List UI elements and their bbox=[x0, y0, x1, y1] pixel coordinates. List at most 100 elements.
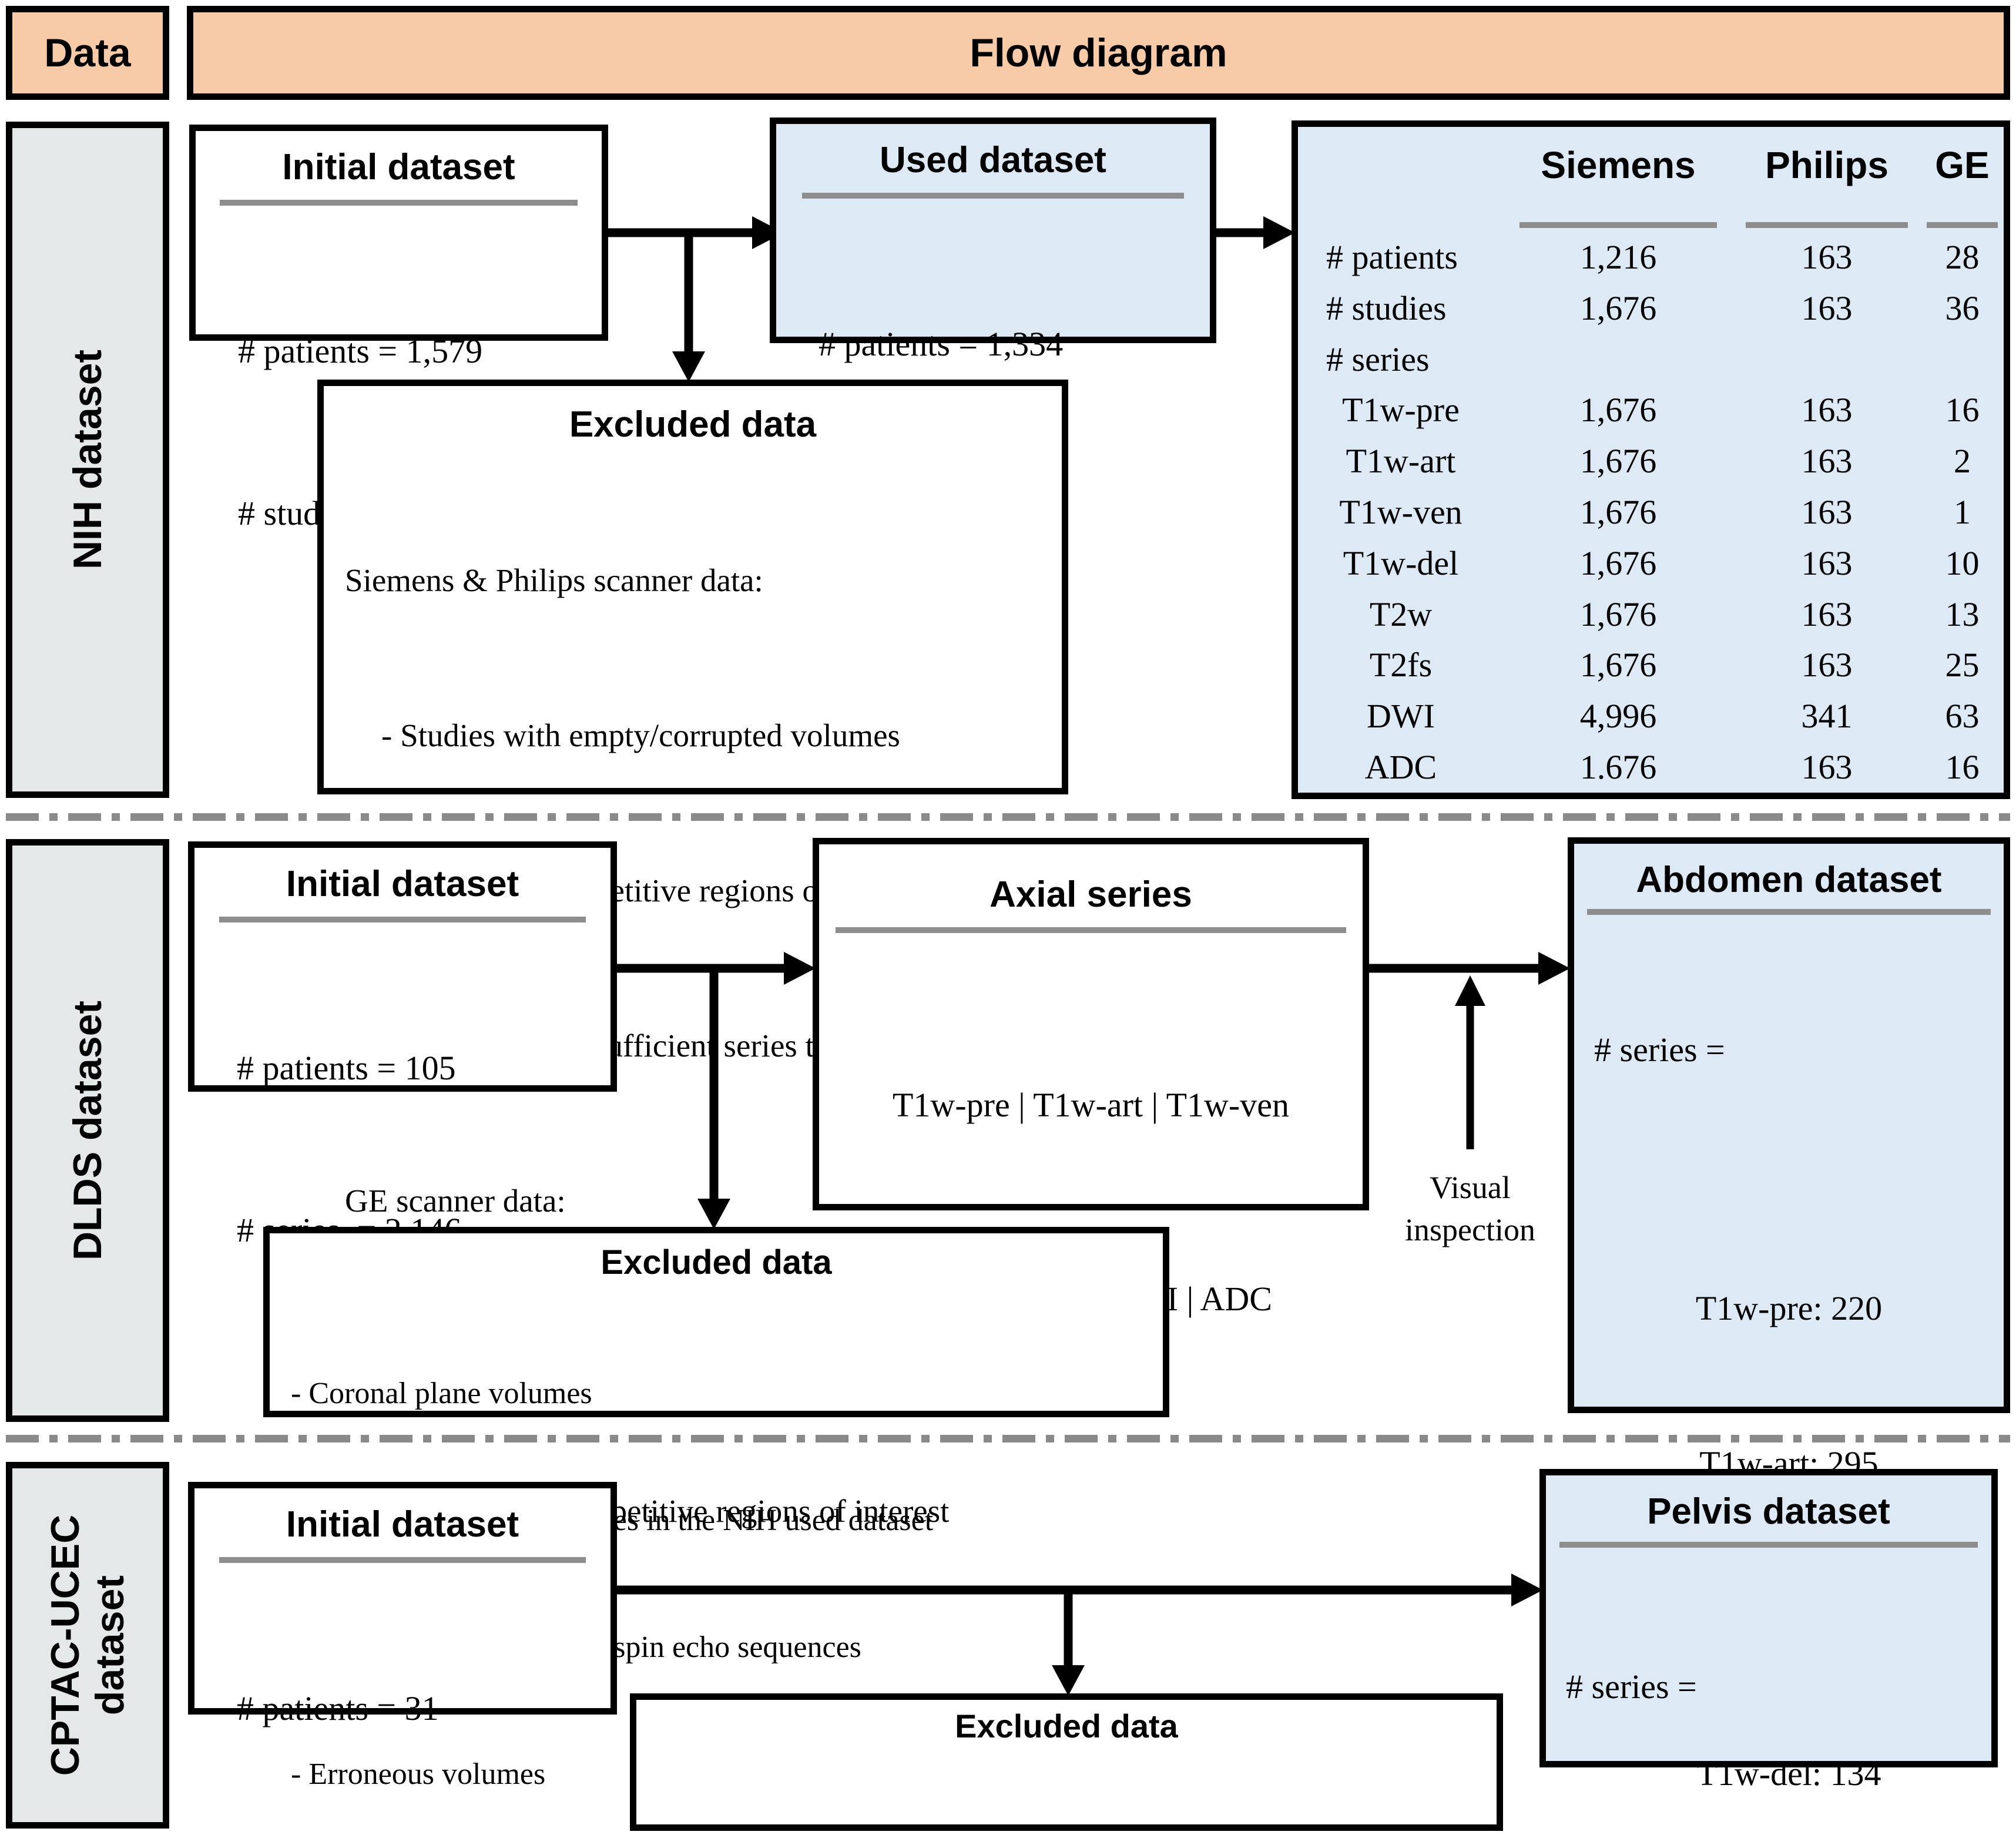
table-cell: 13 bbox=[1945, 595, 1980, 633]
nih-scanner-table: Siemens Philips GE # patients 1,216 163 … bbox=[1292, 120, 2010, 799]
arrow-dlds-initial-to-axial bbox=[617, 952, 816, 985]
excluded-line: - Coronal and sagittal plane volumes bbox=[658, 1830, 1497, 1835]
table-row-label: # patients bbox=[1326, 237, 1458, 276]
table-header-siemens: Siemens bbox=[1504, 143, 1733, 232]
excluded-line: - Studies with empty/corrupted volumes bbox=[381, 717, 900, 753]
dlds-initial-title: Initial dataset bbox=[286, 864, 519, 904]
cptac-excluded-box: Excluded data - Coronal and sagittal pla… bbox=[630, 1693, 1503, 1835]
dlds-row-label-box bbox=[6, 839, 169, 1422]
table-corner-cell bbox=[1298, 143, 1504, 232]
stat-line: # patients = 1,579 bbox=[238, 332, 483, 370]
table-cell: 1,216 bbox=[1579, 237, 1657, 276]
nih-used-box: Used dataset # patients = 1,334 # studie… bbox=[770, 118, 1216, 525]
arrow-nih-used-to-table bbox=[1216, 216, 1295, 249]
cptac-initial-title: Initial dataset bbox=[286, 1504, 519, 1545]
table-cell: 1,676 bbox=[1579, 544, 1657, 582]
dlds-abdomen-box: Abdomen dataset # series = T1w-pre: 220 … bbox=[1568, 837, 2010, 1793]
stat-line: # patients = 31 bbox=[237, 1689, 439, 1727]
stat-line: # patients = 1,334 bbox=[819, 325, 1064, 363]
nih-row-label-box bbox=[6, 122, 169, 798]
cptac-row-label-box bbox=[6, 1462, 169, 1829]
header-data-label: Data bbox=[44, 31, 131, 75]
table-cell: 163 bbox=[1801, 646, 1853, 685]
series-label: # series = bbox=[1594, 1031, 1725, 1069]
header-underline bbox=[1746, 222, 1908, 228]
table-cell bbox=[1504, 334, 1733, 385]
row-divider-2 bbox=[6, 1435, 2010, 1442]
table-cell: 10 bbox=[1945, 544, 1980, 582]
title-underline bbox=[1586, 909, 1991, 915]
table-cell bbox=[1733, 334, 1921, 385]
table-cell: 341 bbox=[1801, 697, 1853, 736]
nih-excluded-box: Excluded data Siemens & Philips scanner … bbox=[317, 380, 1068, 1529]
table-cell: 1.676 bbox=[1579, 748, 1657, 787]
table-cell: 1 bbox=[1954, 492, 1971, 531]
dlds-excluded-title: Excluded data bbox=[601, 1243, 832, 1282]
header-underline bbox=[1519, 222, 1717, 228]
cptac-excluded-title: Excluded data bbox=[955, 1707, 1178, 1745]
excluded-line: - Coronal plane volumes bbox=[291, 1377, 592, 1410]
table-cell: 163 bbox=[1801, 288, 1853, 327]
title-underline bbox=[1559, 1542, 1978, 1548]
axial-series-line: T1w-pre | T1w-art | T1w-ven bbox=[893, 1086, 1289, 1124]
nih-used-title: Used dataset bbox=[880, 140, 1106, 180]
visual-inspection-label: Visual inspection bbox=[1405, 1170, 1535, 1247]
arrow-nih-branch-to-excluded bbox=[672, 229, 705, 382]
arrow-cptac-branch-to-excluded bbox=[1052, 1586, 1085, 1696]
nih-excluded-title: Excluded data bbox=[569, 404, 817, 445]
title-underline bbox=[219, 917, 586, 922]
table-row-label: T1w-pre bbox=[1342, 391, 1460, 430]
table-cell: 63 bbox=[1945, 697, 1980, 736]
header-flow-box: Flow diagram bbox=[187, 6, 2010, 100]
table-cell: 163 bbox=[1801, 442, 1853, 481]
excluded-line: - Erroneous volumes bbox=[291, 1757, 546, 1791]
header-flow-label: Flow diagram bbox=[970, 31, 1227, 75]
table-header-ge: GE bbox=[1921, 143, 2004, 232]
nih-initial-title: Initial dataset bbox=[282, 147, 515, 187]
arrow-dlds-axial-to-abdomen bbox=[1369, 952, 1570, 985]
header-underline bbox=[1926, 222, 1998, 228]
excluded-line: Siemens & Philips scanner data: bbox=[345, 562, 763, 598]
table-row-label: T2w bbox=[1369, 595, 1433, 633]
table-cell: 2 bbox=[1954, 442, 1971, 481]
table-cell: 1,676 bbox=[1579, 595, 1657, 633]
series-line: T1w-pre: 220 bbox=[1695, 1289, 1883, 1327]
table-row-label: T1w-art bbox=[1346, 442, 1456, 481]
pelvis-title: Pelvis dataset bbox=[1647, 1491, 1890, 1532]
arrow-visual-inspection bbox=[1455, 975, 1485, 1149]
table-row-label: T1w-del bbox=[1343, 544, 1459, 582]
table-cell: 16 bbox=[1945, 391, 1980, 430]
header-data-box: Data bbox=[6, 6, 169, 100]
table-cell: 25 bbox=[1945, 646, 1980, 685]
table-cell: 4,996 bbox=[1579, 697, 1657, 736]
arrow-dlds-branch-to-excluded bbox=[697, 964, 730, 1229]
dlds-excluded-box: Excluded data - Coronal plane volumes - … bbox=[263, 1227, 1169, 1791]
title-underline bbox=[802, 193, 1184, 199]
table-cell bbox=[1921, 334, 2004, 385]
dlds-initial-box: Initial dataset # patients = 105 # serie… bbox=[188, 841, 617, 1249]
table-row-label: ADC bbox=[1364, 748, 1437, 787]
excluded-line: GE scanner data: bbox=[345, 1183, 566, 1219]
stat-line: # patients = 105 bbox=[237, 1049, 456, 1087]
table-row-label: T2fs bbox=[1369, 646, 1433, 685]
table-cell: 163 bbox=[1801, 237, 1853, 276]
cptac-initial-box: Initial dataset # patients = 31 # series… bbox=[188, 1482, 617, 1727]
table-cell: 163 bbox=[1801, 595, 1853, 633]
title-underline bbox=[835, 927, 1347, 933]
table-cell: 36 bbox=[1945, 288, 1980, 327]
table-cell: 16 bbox=[1945, 748, 1980, 787]
table-row-label: # studies bbox=[1326, 288, 1447, 327]
arrow-nih-initial-to-used bbox=[608, 216, 784, 249]
nih-initial-box: Initial dataset # patients = 1,579 # stu… bbox=[189, 125, 608, 532]
table-row-label: T1w-ven bbox=[1339, 492, 1462, 531]
dlds-row-label: DLDS dataset bbox=[65, 1000, 110, 1261]
table-cell: 1,676 bbox=[1579, 442, 1657, 481]
dlds-axial-box: Axial series T1w-pre | T1w-art | T1w-ven… bbox=[813, 838, 1369, 1318]
title-underline bbox=[220, 200, 578, 206]
table-cell: 1,676 bbox=[1579, 391, 1657, 430]
row-divider-1 bbox=[6, 813, 2010, 821]
cptac-pelvis-box: Pelvis dataset # series = T2w: 32 T2fs: … bbox=[1539, 1469, 1998, 1767]
table-row-label: # series bbox=[1326, 340, 1430, 378]
